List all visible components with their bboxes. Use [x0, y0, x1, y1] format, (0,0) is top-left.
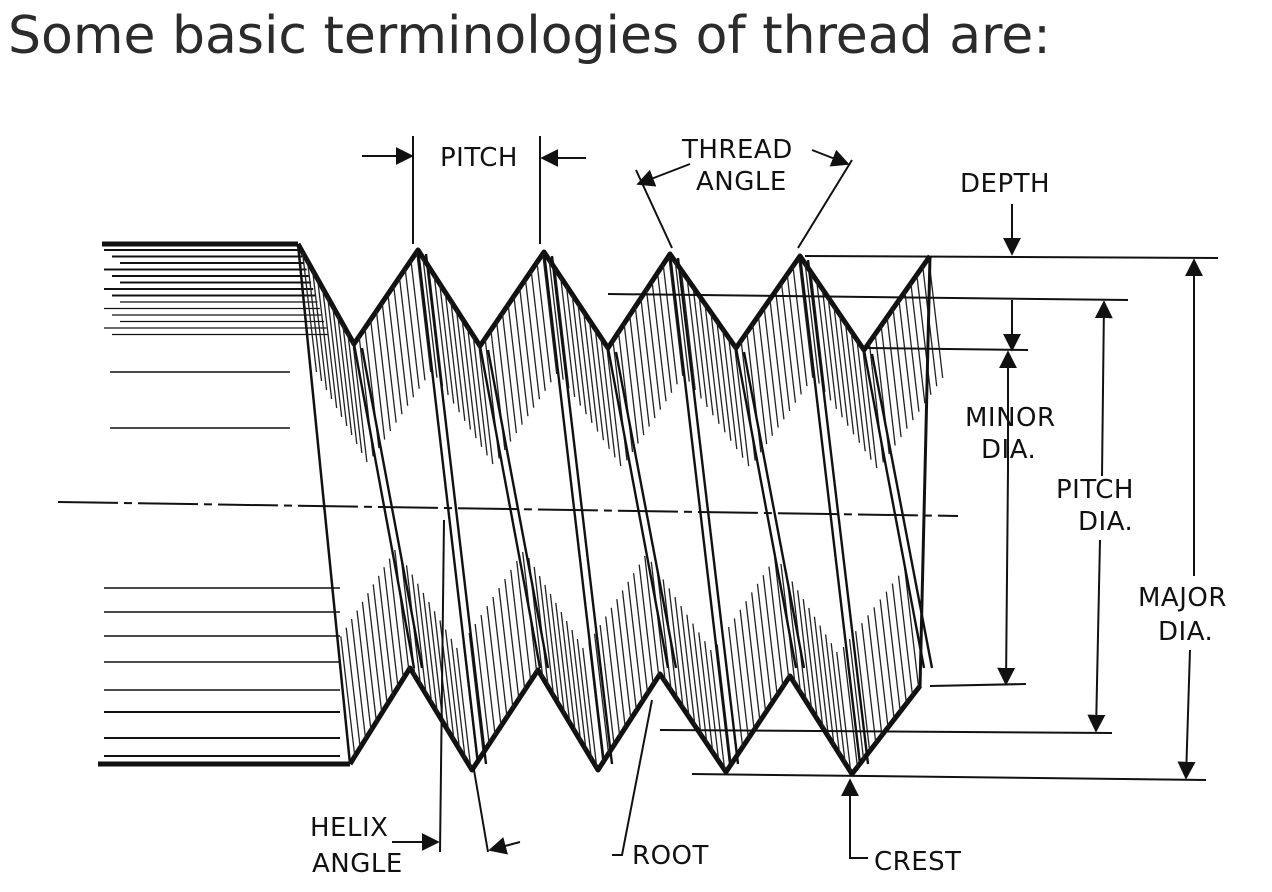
root-label: ROOT	[632, 841, 709, 871]
thread-angle-label-line1: THREAD	[681, 135, 793, 165]
helix-angle-label-line2: ANGLE	[312, 849, 403, 879]
pitch-label: PITCH	[440, 143, 518, 173]
bolt-shank	[98, 241, 352, 767]
minor-dia-label-line1: MINOR	[965, 403, 1056, 433]
dimension-lines	[362, 136, 1219, 859]
minor-dia-label-line2: DIA.	[981, 435, 1036, 465]
thread-body	[295, 242, 944, 777]
pitch-dia-label-line1: PITCH	[1056, 475, 1134, 505]
major-dia-label-line2: DIA.	[1158, 617, 1213, 647]
page-heading: Some basic terminologies of thread are:	[8, 6, 1051, 66]
major-dia-label-line1: MAJOR	[1138, 583, 1227, 613]
crest-label: CREST	[874, 847, 962, 877]
thread-angle-label-line2: ANGLE	[696, 167, 787, 197]
depth-label: DEPTH	[960, 169, 1050, 199]
pitch-dia-label-line2: DIA.	[1078, 507, 1133, 537]
center-line	[57, 501, 959, 517]
helix-angle-label-line1: HELIX	[310, 813, 388, 843]
